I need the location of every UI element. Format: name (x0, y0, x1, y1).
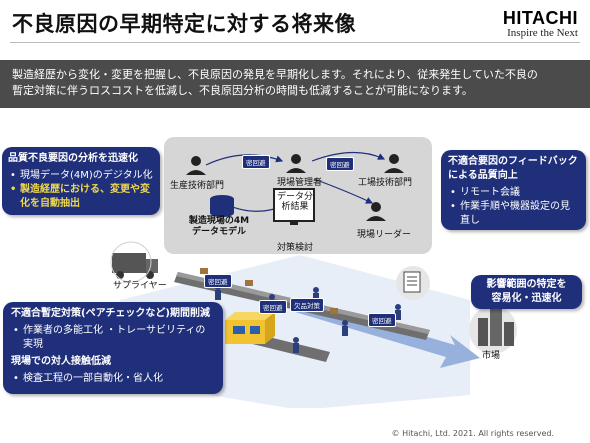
feedback-box: 不適合要因のフィードバックによる品質向上 リモート会議 作業手順や機器設定の見直… (441, 150, 586, 230)
market-box: 影響範囲の特定を 容易化・迅速化 (471, 275, 582, 309)
page-title: 不良原因の早期特定に対する将来像 (12, 12, 356, 36)
feedback-heading: 不適合要因のフィードバックによる品質向上 (448, 156, 578, 181)
title-divider (10, 42, 580, 43)
copyright: © Hitachi, Ltd. 2021. All rights reserve… (391, 429, 554, 438)
countermeasure-item: 作業者の多能工化 ・トレーサビリティの実現 (13, 324, 215, 352)
feedback-item: リモート会議 (450, 186, 579, 200)
countermeasure-heading: 不適合暫定対策(ペアチェックなど)期間削減 (11, 308, 210, 319)
distance-badge: 密回避 (204, 274, 232, 288)
org-diagram (186, 151, 404, 225)
feedback-item: 作業手順や機器設定の見直し (450, 200, 579, 228)
logo-tagline: Inspire the Next (507, 27, 578, 39)
logo-main-text: HITACHI (502, 8, 578, 28)
label-database: 製造現場の4Mデータモデル (188, 216, 250, 237)
distance-badge: 密回避 (242, 155, 270, 169)
analysis-item: 現場データ(4M)のデジタル化 (10, 169, 154, 183)
label-site-manager: 現場管理者 (277, 178, 323, 188)
contact-item: 検査工程の一部自動化・省人化 (13, 372, 215, 386)
countermeasure-box: 不適合暫定対策(ペアチェックなど)期間削減 作業者の多能工化 ・トレーサビリティ… (3, 302, 223, 394)
database-icon (210, 195, 234, 217)
defect-badge: 欠品対策 (290, 298, 324, 312)
monitor-icon (273, 188, 315, 225)
distance-badge: 密回避 (368, 313, 396, 327)
analysis-heading: 品質不良要因の分析を迅速化 (8, 153, 138, 164)
market-line-1: 影響範囲の特定を (486, 279, 567, 290)
analysis-box: 品質不良要因の分析を迅速化 現場データ(4M)のデジタル化 製造経歴における、変… (2, 147, 160, 215)
distance-badge: 密回避 (326, 157, 354, 171)
label-market: 市場 (482, 351, 501, 361)
label-production-engineering: 生産技術部門 (170, 181, 225, 191)
label-countermeasure: 対策検討 (277, 243, 314, 253)
label-site-leader: 現場リーダー (357, 230, 412, 240)
distance-badge: 密回避 (259, 300, 287, 314)
summary-banner: 製造経歴から変化・変更を把握し、不良原因の発見を早期化します。それにより、従来発… (0, 60, 590, 108)
analysis-item: 製造経歴における、変更や変化を自動抽出 (10, 183, 154, 211)
market-icon (469, 306, 517, 354)
document-icon (396, 266, 430, 300)
label-supplier: サプライヤー (113, 281, 167, 291)
contact-heading: 現場での対人接触低減 (11, 356, 111, 367)
label-factory-engineering: 工場技術部門 (358, 178, 413, 188)
banner-line-2: 暫定対策に伴うロスコストを低減し、不良原因分析の時間も低減することが可能になりま… (12, 84, 473, 97)
banner-line-1: 製造経歴から変化・変更を把握し、不良原因の発見を早期化します。それにより、従来発… (12, 68, 538, 81)
label-monitor: データ分析結果 (276, 192, 313, 212)
market-line-2: 容易化・迅速化 (491, 293, 562, 304)
hitachi-logo: HITACHI Inspire the Next (503, 9, 578, 40)
